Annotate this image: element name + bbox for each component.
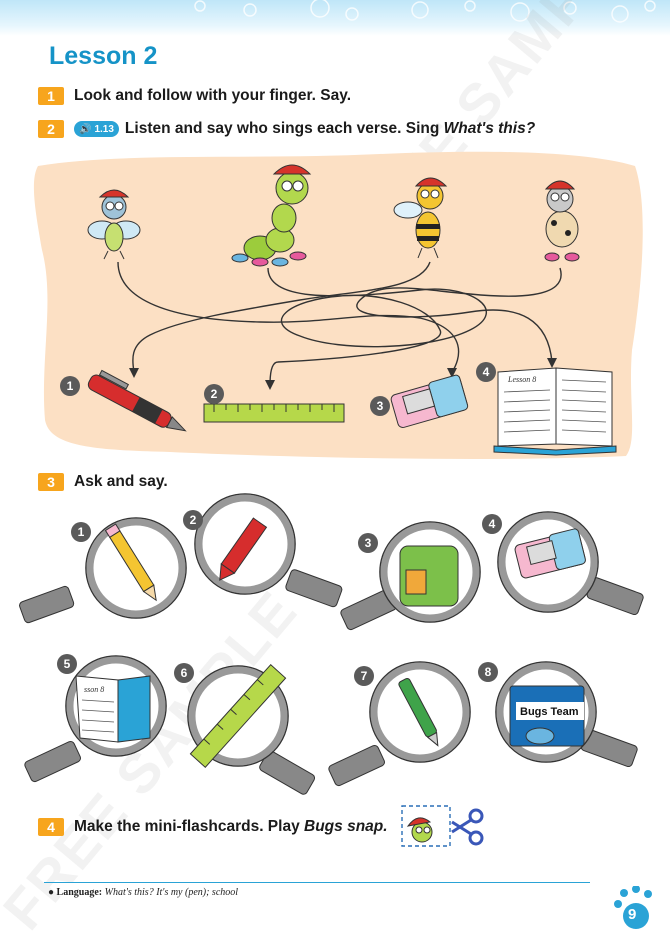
footer-text: What's this? It's my (pen); school bbox=[104, 887, 239, 898]
footer-divider bbox=[44, 882, 590, 883]
activity-4: 4 Make the mini-flashcards. Play Bugs sn… bbox=[38, 818, 388, 836]
activity-instruction: Listen and say who sings each verse. Sin… bbox=[125, 120, 535, 138]
eraser-object bbox=[390, 374, 469, 428]
item-number: 2 bbox=[204, 384, 224, 404]
magnifier-number: 5 bbox=[57, 654, 77, 674]
activity-number-badge: 2 bbox=[38, 120, 64, 138]
item-number: 4 bbox=[476, 362, 496, 382]
magnifier-number: 4 bbox=[482, 514, 502, 534]
page-title: Lesson 2 bbox=[49, 42, 158, 70]
item-number: 1 bbox=[60, 376, 80, 396]
activity-instruction: Look and follow with your finger. Say. bbox=[74, 87, 352, 104]
instruction-text: Make the mini-flashcards. Play bbox=[74, 818, 305, 835]
activity-number-badge: 3 bbox=[38, 473, 64, 491]
magnifier-number: 2 bbox=[183, 510, 203, 530]
bugs-maze-scene: Lesson 8 bbox=[33, 151, 643, 459]
page-number-badge: 9 bbox=[612, 885, 656, 932]
speaker-icon: 🔊 bbox=[79, 123, 92, 135]
language-footer: ● Language: What's this? It's my (pen); … bbox=[48, 887, 238, 898]
magnifier-number: 6 bbox=[174, 663, 194, 683]
activity-3: 3 Ask and say. bbox=[38, 473, 168, 491]
book-label: sson 8 bbox=[84, 685, 104, 694]
game-title: Bugs snap. bbox=[304, 818, 388, 835]
bee-bug bbox=[393, 177, 448, 259]
magnifier-pencil bbox=[19, 518, 186, 624]
flashcard-cut-icon bbox=[401, 805, 484, 847]
activity-1: 1 Look and follow with your finger. Say. bbox=[38, 87, 351, 105]
magnifier-number: 8 bbox=[478, 662, 498, 682]
maze-arrowheads bbox=[129, 358, 557, 390]
ruler-object bbox=[203, 403, 345, 423]
book-object: Lesson 8 bbox=[493, 367, 617, 456]
audio-track-button[interactable]: 🔊 1.13 bbox=[74, 121, 119, 137]
scissors-icon bbox=[451, 808, 484, 846]
book-cover-title: Bugs Team bbox=[520, 706, 579, 718]
flower-pattern bbox=[194, 0, 656, 23]
activity-number-badge: 1 bbox=[38, 87, 64, 105]
pen-object bbox=[87, 369, 187, 432]
audio-track-number: 1.13 bbox=[94, 123, 114, 135]
item-number: 3 bbox=[370, 396, 390, 416]
magnifier-eraser bbox=[498, 512, 644, 616]
book-label: Lesson 8 bbox=[507, 375, 536, 384]
magnifier-ruler bbox=[188, 665, 316, 795]
caterpillar-bug bbox=[231, 164, 312, 267]
maze-lines bbox=[117, 261, 562, 386]
magnifier-number: 7 bbox=[354, 666, 374, 686]
activity-instruction: Make the mini-flashcards. Play Bugs snap… bbox=[74, 818, 388, 836]
magnifier-crayon bbox=[195, 494, 343, 608]
instruction-text: Listen and say who sings each verse. Sin… bbox=[124, 120, 444, 137]
activity-instruction: Ask and say. bbox=[74, 473, 168, 490]
magnifier-number: 1 bbox=[71, 522, 91, 542]
magnifier-book: sson 8 bbox=[24, 656, 167, 783]
footer-bullet: ● bbox=[48, 887, 57, 898]
activity-2: 2 🔊 1.13 Listen and say who sings each v… bbox=[38, 120, 535, 138]
magnifier-pen bbox=[328, 662, 471, 787]
magnifier-number: 3 bbox=[358, 533, 378, 553]
scene-background bbox=[33, 151, 643, 459]
magnifier-schoolbag bbox=[340, 522, 481, 631]
activity-number-badge: 4 bbox=[38, 818, 64, 836]
footer-label: Language: bbox=[56, 887, 103, 898]
paw-icon bbox=[614, 885, 652, 929]
magnifier-picture-book: Bugs Team bbox=[496, 662, 638, 768]
song-title: What's this? bbox=[443, 120, 536, 137]
header-band bbox=[0, 0, 670, 36]
ladybird-bug bbox=[544, 180, 580, 262]
firefly-bug bbox=[87, 189, 141, 260]
page-number: 9 bbox=[628, 906, 637, 923]
